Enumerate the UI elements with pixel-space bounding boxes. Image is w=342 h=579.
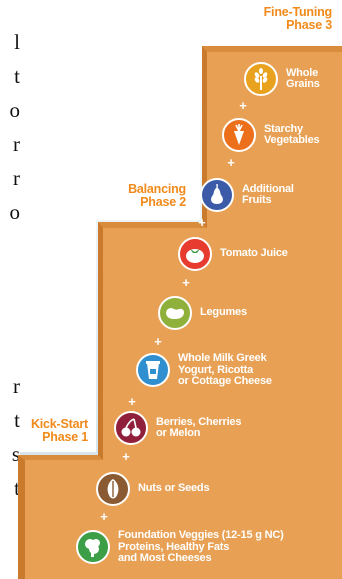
phase-3-title: Fine-Tuning	[263, 5, 333, 19]
step-label-line: Tomato Juice	[220, 247, 288, 260]
plus-connector: +	[198, 215, 206, 230]
phase-2-title: Balancing	[128, 182, 186, 196]
step-label-line: Yogurt, Ricotta	[178, 363, 254, 376]
stair-top-face	[202, 46, 342, 52]
step-berries: Berries, Cherries or Melon	[114, 411, 241, 445]
step-legumes: Legumes	[158, 296, 247, 330]
step-label-line: Fruits	[242, 194, 272, 206]
side-text-fragment: t	[14, 64, 20, 88]
side-text-fragment: l	[14, 30, 20, 54]
pear-icon	[200, 178, 234, 212]
vegetables-icon	[76, 530, 110, 565]
step-label-line: Vegetables	[264, 134, 320, 146]
nut-icon	[96, 472, 130, 506]
side-text-fragment: t	[14, 476, 20, 500]
phase-3-label: Fine-Tuning Phase 3	[238, 5, 333, 32]
step-label: Whole Grains	[286, 66, 320, 91]
step-foundation: Foundation Veggies (12-15 g NC) Proteins…	[76, 529, 284, 565]
step-additional-fruits: Additional Fruits	[200, 178, 294, 212]
step-label-line: Grains	[286, 78, 320, 90]
tomato-icon	[178, 237, 212, 271]
step-label: Foundation Veggies (12-15 g NC) Proteins…	[118, 529, 284, 565]
plus-connector: +	[182, 275, 190, 290]
step-label-line: or Melon	[156, 427, 201, 439]
step-label-line: Foundation Veggies (12-15 g NC)	[118, 529, 284, 541]
step-dairy: Whole Milk Greek Yogurt, Ricotta or Cott…	[136, 352, 272, 388]
side-text-fragment: o	[9, 200, 21, 224]
step-label: Whole Milk Greek Yogurt, Ricotta or Cott…	[178, 352, 272, 388]
step-whole-grains: Whole Grains	[244, 62, 320, 96]
cherries-icon	[114, 411, 148, 445]
step-label: Legumes	[200, 307, 247, 319]
stair-top-face	[18, 455, 103, 460]
plus-connector: +	[128, 394, 136, 409]
side-text-fragment: o	[9, 98, 21, 122]
step-label: Nuts or Seeds	[138, 482, 210, 495]
phase-1-subtitle: Phase 1	[42, 430, 88, 444]
step-tomato-juice: Tomato Juice	[178, 237, 288, 271]
step-label-line: or Cottage Cheese	[178, 375, 272, 387]
step-nuts-seeds: Nuts or Seeds	[96, 472, 210, 506]
step-label-line: Whole	[286, 66, 318, 79]
yogurt-icon	[136, 353, 170, 388]
phase-3-subtitle: Phase 3	[286, 18, 332, 32]
carrot-icon	[222, 118, 256, 152]
plus-connector: +	[100, 509, 108, 524]
step-starchy-vegetables: Starchy Vegetables	[222, 118, 320, 152]
step-label-line: Whole Milk Greek	[178, 352, 267, 364]
step-label: Starchy Vegetables	[264, 122, 320, 147]
side-text-fragment: r	[13, 374, 20, 398]
phase-1-label: Kick-Start Phase 1	[8, 418, 88, 444]
stair-top-face	[98, 222, 207, 228]
step-label-line: Proteins, Healthy Fats	[118, 540, 230, 553]
step-label-line: Nuts or Seeds	[138, 482, 210, 495]
plus-connector: +	[154, 334, 162, 349]
step-label-line: and Most Cheeses	[118, 552, 212, 564]
side-text-fragment: r	[13, 166, 20, 190]
bean-icon	[158, 296, 192, 330]
side-text-fragment: s	[11, 442, 20, 466]
phase-2-label: Balancing Phase 2	[100, 183, 186, 209]
plus-connector: +	[239, 98, 247, 113]
step-label-line: Legumes	[200, 306, 247, 319]
plus-connector: +	[227, 155, 235, 170]
wheat-icon	[244, 62, 278, 96]
step-label-line: Starchy	[264, 122, 303, 135]
step-label: Berries, Cherries or Melon	[156, 415, 242, 440]
phase-2-subtitle: Phase 2	[140, 195, 186, 209]
step-label-line: Berries, Cherries	[156, 415, 242, 428]
side-text-fragment: r	[13, 132, 20, 156]
step-label: Tomato Juice	[220, 248, 288, 260]
side-text-fragment: t	[14, 408, 20, 432]
step-label: Additional Fruits	[242, 182, 294, 207]
step-label-line: Additional	[242, 182, 294, 195]
phase-1-title: Kick-Start	[30, 417, 88, 431]
plus-connector: +	[122, 449, 130, 464]
